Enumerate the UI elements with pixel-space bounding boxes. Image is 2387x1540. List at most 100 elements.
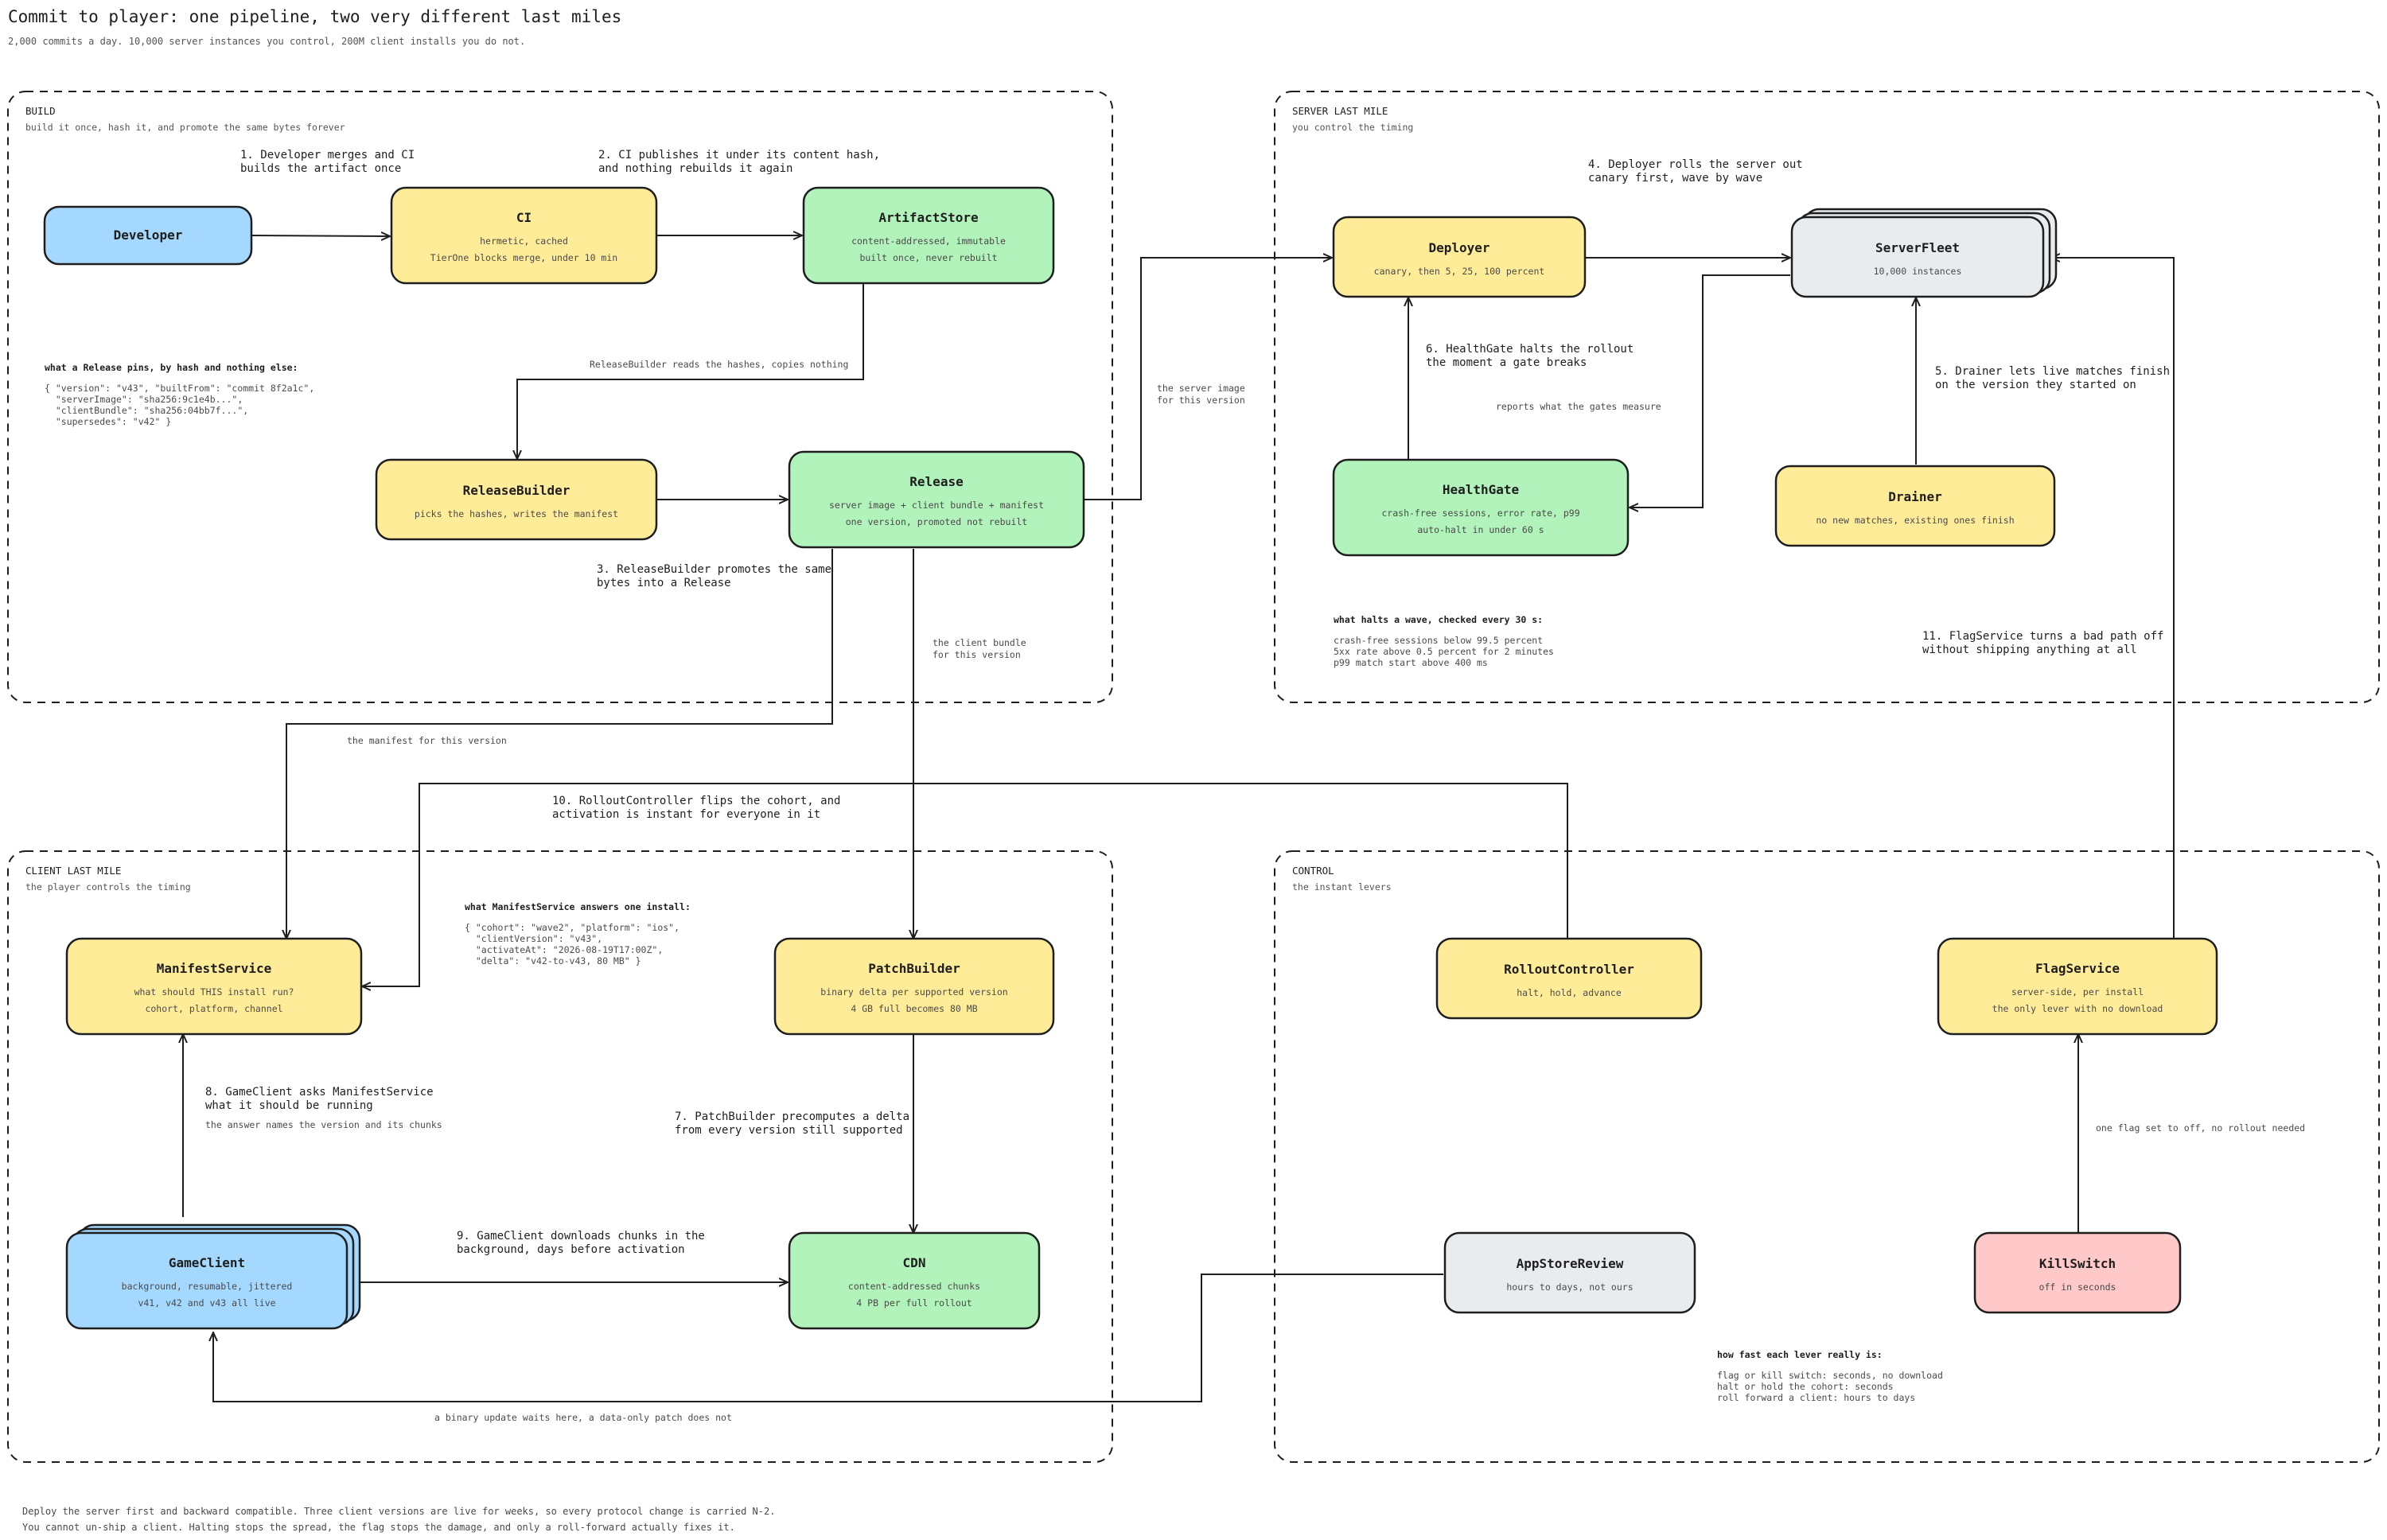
node-release-builder-box — [375, 458, 658, 541]
group-client-subtitle: the player controls the timing — [25, 881, 191, 892]
node-manifest-service-box — [65, 937, 363, 1036]
note-n1-line: builds the artifact once — [240, 162, 401, 175]
node-ci-box — [390, 186, 658, 285]
node-server-fleet-title: ServerFleet — [1875, 240, 1960, 255]
node-patch-builder-detail: 4 GB full becomes 80 MB — [851, 1003, 977, 1014]
note-n3-line: bytes into a Release — [597, 577, 731, 589]
edge-label-server-image-1: the server image — [1157, 383, 1245, 394]
edge-rolloutcontroller-manifestservice — [362, 783, 1568, 986]
note-n11-line: 11. FlagService turns a bad path off — [1922, 630, 2163, 643]
note-n2-line: 2. CI publishes it under its content has… — [598, 149, 880, 161]
info-block-line: "serverImage": "sha256:9c1e4b...", — [45, 394, 243, 405]
info-blocks: what a Release pins, by hash and nothing… — [45, 362, 1943, 1403]
edge-release-manifestservice — [286, 549, 833, 939]
edge-label-reads-hashes: ReleaseBuilder reads the hashes, copies … — [590, 359, 848, 370]
group-control-frame — [1274, 850, 2380, 1463]
info-block-line: { "version": "v43", "builtFrom": "commit… — [45, 383, 314, 394]
node-ci-title: CI — [516, 210, 532, 225]
node-manifest-service-title: ManifestService — [157, 961, 272, 976]
note-n10-line: activation is instant for everyone in it — [552, 808, 820, 821]
node-release-detail: one version, promoted not rebuilt — [846, 516, 1027, 527]
node-developer-box — [43, 205, 253, 266]
node-flag-service-detail: server-side, per install — [2011, 986, 2144, 998]
footer-line-2: You cannot un-ship a client. Halting sto… — [22, 1522, 735, 1533]
note-n5-line: 5. Drainer lets live matches finish — [1935, 365, 2170, 378]
note-n4-line: 4. Deployer rolls the server out — [1588, 158, 1803, 171]
note-n3-line: 3. ReleaseBuilder promotes the same — [597, 563, 831, 576]
node-drainer-detail: no new matches, existing ones finish — [1816, 515, 2014, 526]
note-n1-line: 1. Developer merges and CI — [240, 149, 415, 161]
node-server-fleet-detail: 10,000 instances — [1874, 266, 1962, 277]
node-game-client-title: GameClient — [169, 1255, 245, 1270]
edge-label-server-image-2: for this version — [1157, 395, 1245, 406]
node-patch-builder-title: PatchBuilder — [868, 961, 960, 976]
node-artifact-store-detail: built once, never rebuilt — [859, 252, 997, 263]
node-cdn-detail: content-addressed chunks — [848, 1281, 980, 1292]
info-block-line: p99 match start above 400 ms — [1334, 657, 1488, 668]
node-app-store-review-box — [1443, 1231, 1696, 1314]
page-subtitle: 2,000 commits a day. 10,000 server insta… — [8, 36, 525, 47]
node-health-gate-detail: auto-halt in under 60 s — [1417, 524, 1544, 535]
node-cdn-detail: 4 PB per full rollout — [856, 1297, 972, 1309]
edge-artifactstore-releasebuilder — [517, 283, 864, 459]
note-n2-line: and nothing rebuilds it again — [598, 162, 792, 175]
info-block-line: roll forward a client: hours to days — [1717, 1392, 1915, 1403]
node-server-fleet: ServerFleet 10,000 instances — [1790, 208, 2058, 298]
edge-developer-ci — [251, 235, 390, 236]
info-block-title: how fast each lever really is: — [1717, 1349, 1883, 1360]
group-server-frame — [1274, 91, 2380, 703]
node-drainer-title: Drainer — [1888, 489, 1941, 504]
node-deployer-box — [1332, 216, 1587, 298]
node-artifact-store-detail: content-addressed, immutable — [851, 235, 1006, 247]
node-game-client-box — [65, 1231, 349, 1330]
node-artifact-store-box — [802, 186, 1055, 285]
group-build-subtitle: build it once, hash it, and promote the … — [25, 122, 345, 133]
note-n8-line: 8. GameClient asks ManifestService — [205, 1086, 434, 1099]
group-client-title: CLIENT LAST MILE — [25, 865, 121, 877]
node-kill-switch-detail: off in seconds — [2039, 1281, 2116, 1293]
node-rollout-controller-box — [1435, 937, 1703, 1020]
node-cdn-box — [788, 1231, 1041, 1330]
note-n9-line: 9. GameClient downloads chunks in the — [457, 1230, 705, 1242]
node-ci-detail: TierOne blocks merge, under 10 min — [430, 252, 617, 263]
node-drainer: Drainer no new matches, existing ones fin… — [1774, 465, 2056, 547]
info-block-manifest-answers: what ManifestService answers one install… — [465, 901, 691, 966]
node-release-title: Release — [909, 474, 963, 489]
edge-serverfleet-healthgate — [1630, 274, 1790, 508]
note-n10-line: 10. RolloutController flips the cohort, … — [552, 795, 840, 807]
edges — [183, 235, 2175, 1402]
note-n8-line: what it should be running — [205, 1099, 373, 1112]
edge-label-answer-names: the answer names the version and its chu… — [205, 1119, 442, 1130]
node-developer-title: Developer — [114, 228, 183, 243]
note-n6-line: 6. HealthGate halts the rollout — [1426, 343, 1634, 356]
node-patch-builder-detail: binary delta per supported version — [820, 986, 1007, 998]
footer-line-1: Deploy the server first and backward com… — [22, 1506, 775, 1517]
note-n5-line: on the version they started on — [1935, 379, 2136, 391]
info-block-line: flag or kill switch: seconds, no downloa… — [1717, 1370, 1943, 1381]
node-release-box — [788, 450, 1085, 549]
node-drainer-box — [1774, 465, 2056, 547]
node-kill-switch-title: KillSwitch — [2039, 1256, 2116, 1271]
node-patch-builder: PatchBuilder binary delta per supported v… — [773, 937, 1055, 1036]
info-block-lever-speed: how fast each lever really is: flag or ki… — [1717, 1349, 1943, 1403]
info-block-halts-wave: what halts a wave, checked every 30 s:cr… — [1334, 614, 1554, 668]
node-game-client-detail: v41, v42 and v43 all live — [138, 1297, 275, 1309]
info-block-line: "clientVersion": "v43", — [465, 933, 602, 944]
info-block-line: { "cohort": "wave2", "platform": "ios", — [465, 922, 679, 933]
info-block-line: crash-free sessions below 99.5 percent — [1334, 635, 1543, 646]
group-client-frame — [7, 850, 1113, 1463]
node-deployer-title: Deployer — [1428, 240, 1489, 255]
info-block-line: "supersedes": "v42" } — [45, 416, 171, 427]
edge-label-reports-gates: reports what the gates measure — [1496, 401, 1661, 412]
edge-label-client-bundle-2: for this version — [933, 649, 1021, 660]
info-block-title: what ManifestService answers one install… — [465, 901, 691, 912]
